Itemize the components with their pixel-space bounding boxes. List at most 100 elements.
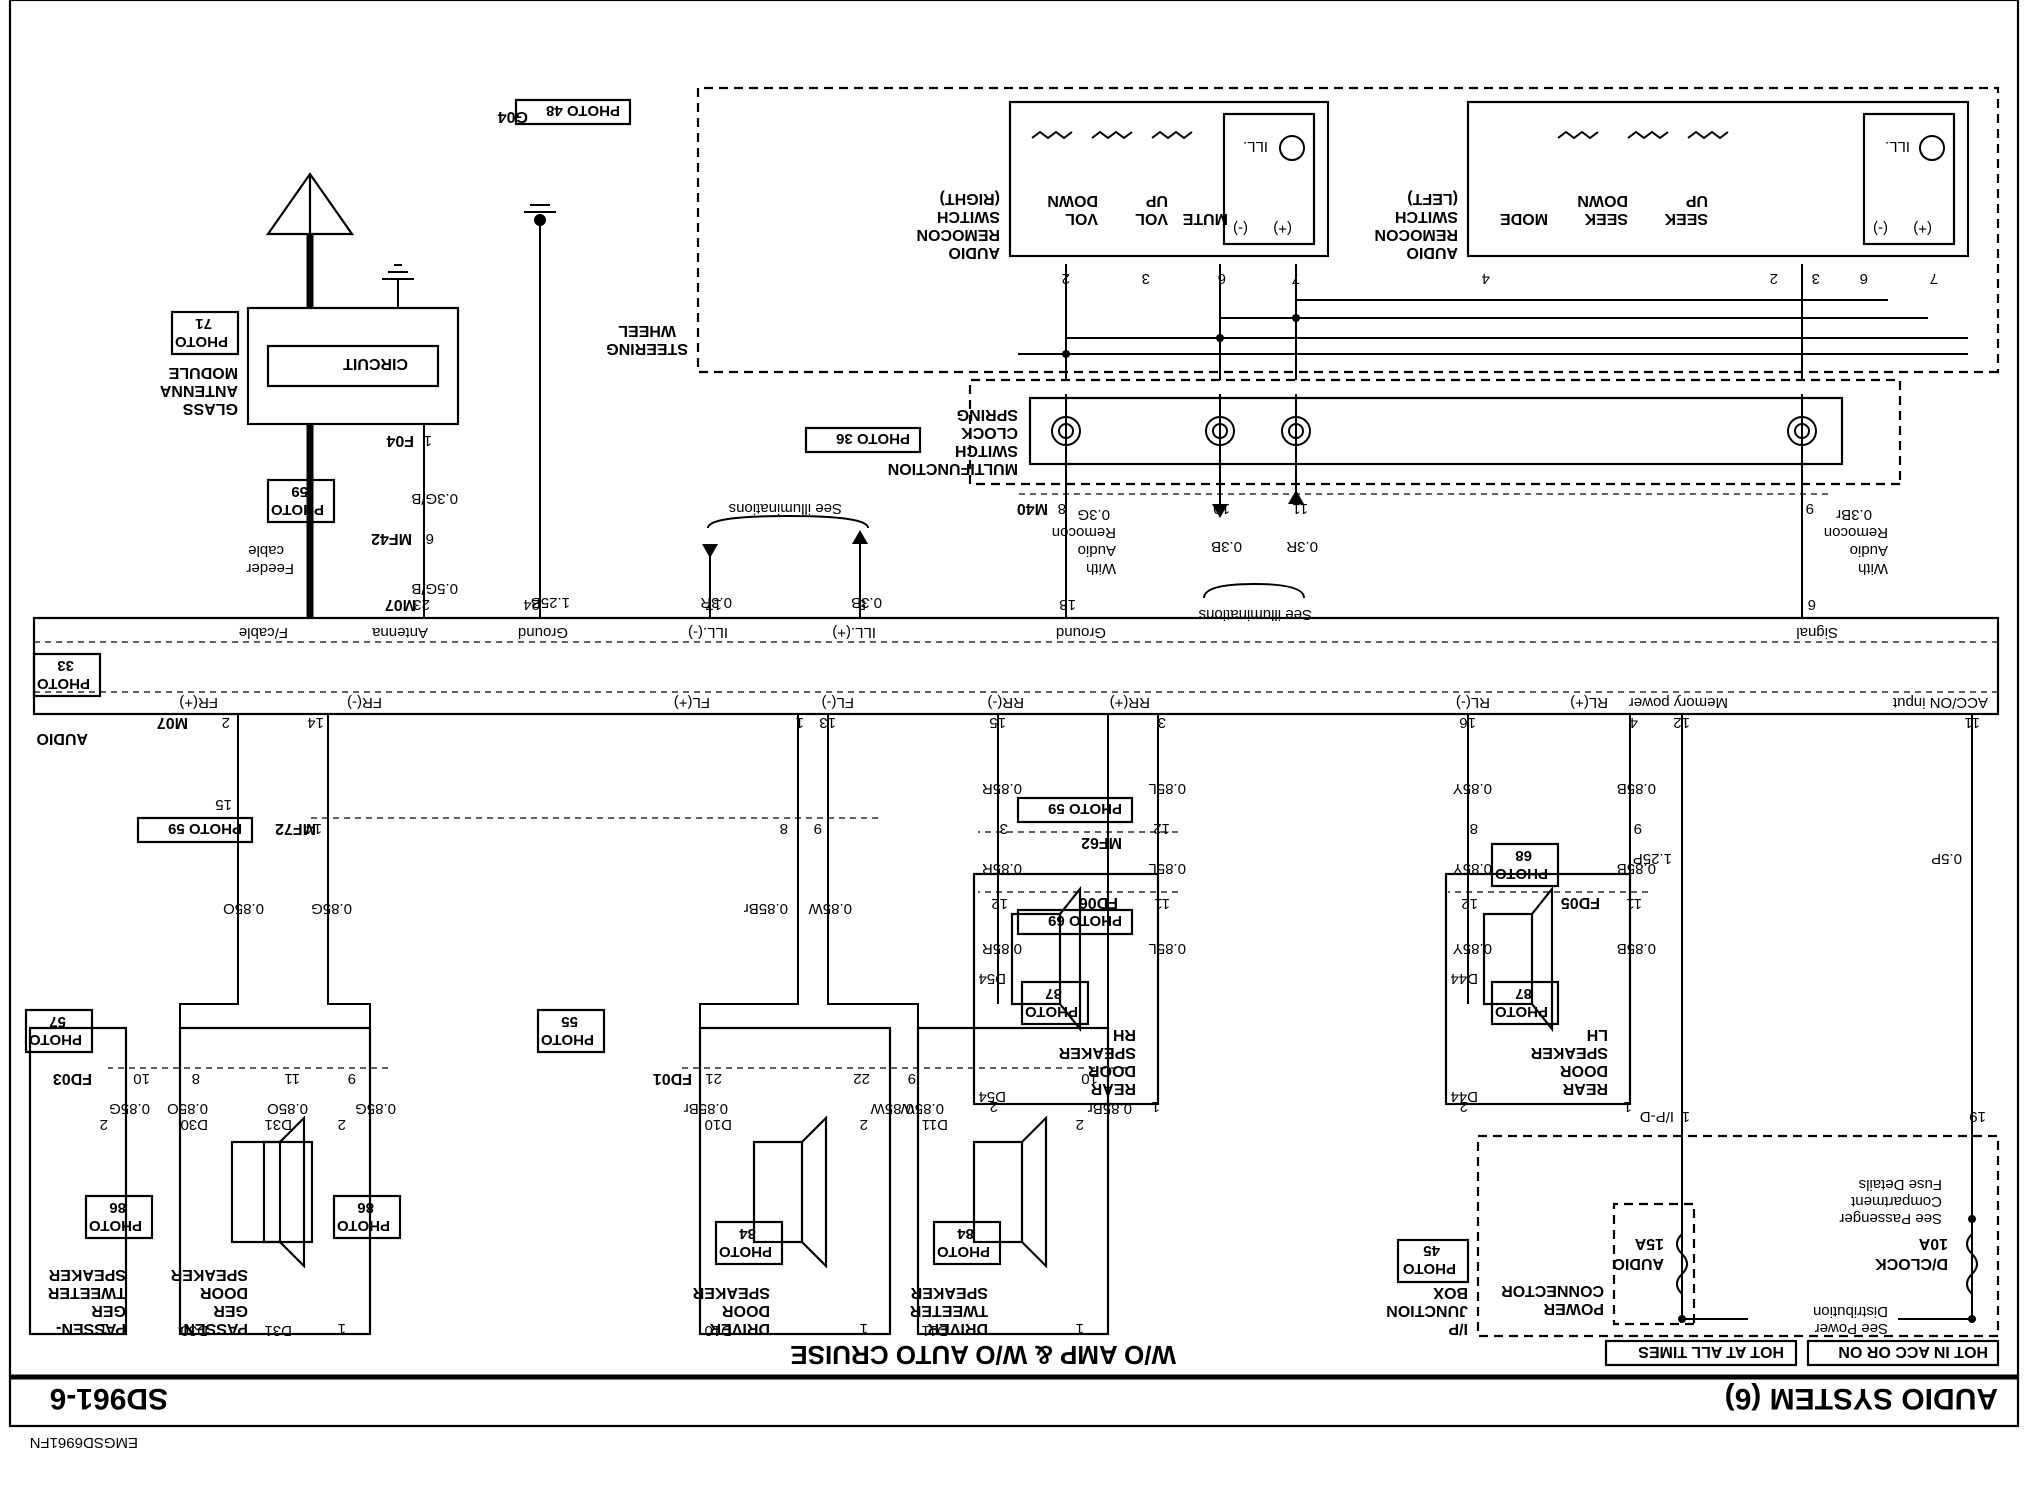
svg-text:SEEK: SEEK xyxy=(1664,210,1708,227)
ip-pin-19: 19 xyxy=(1969,1108,1986,1125)
resistor-ladder-right xyxy=(1031,130,1193,140)
svg-text:45: 45 xyxy=(1423,1242,1440,1259)
svg-text:0.85W: 0.85W xyxy=(900,1100,944,1117)
see-fuse-details: See Passenger Compartment Fuse Details xyxy=(1839,1176,1942,1227)
ip-junction-box xyxy=(1476,1134,2000,1338)
svg-text:18: 18 xyxy=(1059,596,1076,613)
svg-text:0.85Br: 0.85Br xyxy=(684,1100,728,1117)
svg-text:DOOR: DOOR xyxy=(1560,1062,1608,1079)
hot-in-acc-label: HOT IN ACC OR ON xyxy=(1838,1343,1988,1360)
mf62-photo-tag xyxy=(1016,796,1134,824)
svg-text:71: 71 xyxy=(195,315,212,332)
svg-text:cable: cable xyxy=(248,542,284,559)
svg-text:UP: UP xyxy=(1685,192,1708,209)
svg-text:0.85O: 0.85O xyxy=(223,900,264,917)
svg-text:SWITCH: SWITCH xyxy=(1395,208,1458,225)
svg-text:With: With xyxy=(1858,560,1888,577)
clock-spring xyxy=(1028,396,1844,466)
svg-text:12: 12 xyxy=(991,895,1008,912)
svg-text:DRIVER: DRIVER xyxy=(927,1320,988,1337)
svg-text:0.85O: 0.85O xyxy=(167,1100,208,1117)
fd05-photo-tag xyxy=(1490,842,1560,888)
svg-text:8: 8 xyxy=(1470,820,1478,837)
svg-text:CLOCK: CLOCK xyxy=(961,424,1018,441)
svg-text:0.85L: 0.85L xyxy=(1148,780,1186,797)
svg-text:D31: D31 xyxy=(264,1322,292,1339)
svg-text:GER: GER xyxy=(213,1302,248,1319)
svg-text:55: 55 xyxy=(561,1013,578,1030)
svg-text:CONNECTOR: CONNECTOR xyxy=(1501,1282,1604,1299)
svg-text:Distribution: Distribution xyxy=(1813,1303,1888,1320)
svg-text:87: 87 xyxy=(1515,985,1532,1002)
svg-text:CIRCUIT: CIRCUIT xyxy=(343,355,408,372)
ipd-connector: I/P-D xyxy=(1640,1108,1674,1125)
svg-text:ANTENNA: ANTENNA xyxy=(159,382,238,399)
svg-text:Signal: Signal xyxy=(1796,624,1838,641)
svg-text:GER: GER xyxy=(91,1302,126,1319)
svg-text:1: 1 xyxy=(338,1320,346,1337)
svg-text:FD01: FD01 xyxy=(653,1070,692,1087)
svg-text:12: 12 xyxy=(1673,714,1690,731)
svg-text:(RIGHT): (RIGHT) xyxy=(940,190,1000,207)
svg-text:SEEK: SEEK xyxy=(1584,210,1628,227)
svg-text:1: 1 xyxy=(1624,1098,1632,1115)
svg-text:0.85O: 0.85O xyxy=(267,1100,308,1117)
svg-text:D54: D54 xyxy=(978,1088,1006,1105)
ip-box-label: I/P JUNCTION BOX xyxy=(1386,1284,1468,1337)
page-code: SD961-6 xyxy=(50,1382,168,1415)
svg-text:PASSEN-: PASSEN- xyxy=(56,1320,126,1337)
svg-text:SWITCH: SWITCH xyxy=(955,442,1018,459)
svg-text:23: 23 xyxy=(413,596,430,613)
svg-text:PHOTO: PHOTO xyxy=(337,1217,390,1234)
ip-box-photo-tag xyxy=(1396,1238,1470,1284)
svg-text:2: 2 xyxy=(990,1098,998,1115)
svg-text:24: 24 xyxy=(523,596,540,613)
svg-text:10: 10 xyxy=(1081,1070,1098,1087)
svg-text:2: 2 xyxy=(338,1116,346,1133)
power-connector-label: POWER CONNECTOR xyxy=(1501,1282,1604,1317)
svg-text:2: 2 xyxy=(860,1116,868,1133)
svg-text:1: 1 xyxy=(100,1320,108,1337)
svg-text:0.85Y: 0.85Y xyxy=(1453,940,1492,957)
svg-text:3: 3 xyxy=(1812,270,1820,287)
svg-text:12: 12 xyxy=(1461,895,1478,912)
power-connector-box xyxy=(1612,1202,1696,1326)
audio-remocon-right xyxy=(1008,100,1330,258)
remocon-right-ill-box xyxy=(1222,112,1316,246)
svg-text:0.85B: 0.85B xyxy=(1617,940,1656,957)
svg-text:1: 1 xyxy=(860,1320,868,1337)
svg-text:D10: D10 xyxy=(704,1116,732,1133)
svg-text:4: 4 xyxy=(1482,270,1490,287)
svg-text:SPEAKER: SPEAKER xyxy=(48,1266,126,1283)
svg-text:PHOTO 59: PHOTO 59 xyxy=(1048,800,1122,817)
svg-text:DRIVER: DRIVER xyxy=(709,1320,770,1337)
svg-text:0.85Y: 0.85Y xyxy=(1453,780,1492,797)
svg-text:D11: D11 xyxy=(922,1322,948,1339)
svg-text:RL(+): RL(+) xyxy=(1570,694,1608,711)
hot-in-acc-tag xyxy=(1806,1339,2000,1367)
svg-text:FD03: FD03 xyxy=(53,1070,92,1087)
wire-acc-label: 0.5P xyxy=(1931,850,1962,867)
svg-text:F/cable: F/cable xyxy=(239,624,288,641)
fd01-photo-tag xyxy=(536,1008,606,1054)
svg-text:PHOTO 59: PHOTO 59 xyxy=(168,820,242,837)
svg-text:PHOTO: PHOTO xyxy=(1025,1003,1078,1020)
svg-text:D44: D44 xyxy=(1450,1088,1478,1105)
svg-text:0.85Br: 0.85Br xyxy=(1088,1100,1132,1117)
rear-rh-photo-tag xyxy=(1020,980,1090,1026)
svg-text:PHOTO 36: PHOTO 36 xyxy=(836,430,910,447)
svg-text:PHOTO: PHOTO xyxy=(1495,865,1548,882)
bulb-icon xyxy=(1279,135,1305,161)
svg-text:(LEFT): (LEFT) xyxy=(1407,190,1458,207)
svg-text:FD06: FD06 xyxy=(1079,894,1118,911)
svg-text:JUNCTION: JUNCTION xyxy=(1386,1302,1468,1319)
svg-text:MF72: MF72 xyxy=(275,820,316,837)
svg-text:9: 9 xyxy=(1634,820,1642,837)
svg-text:RH: RH xyxy=(1113,1026,1136,1043)
svg-text:ACC/ON input: ACC/ON input xyxy=(1892,694,1988,711)
svg-text:68: 68 xyxy=(1515,847,1532,864)
svg-text:0.3R: 0.3R xyxy=(700,594,732,611)
svg-text:FR(-): FR(-) xyxy=(347,694,382,711)
svg-text:SPEAKER: SPEAKER xyxy=(1058,1044,1136,1061)
svg-text:D31: D31 xyxy=(264,1116,292,1133)
